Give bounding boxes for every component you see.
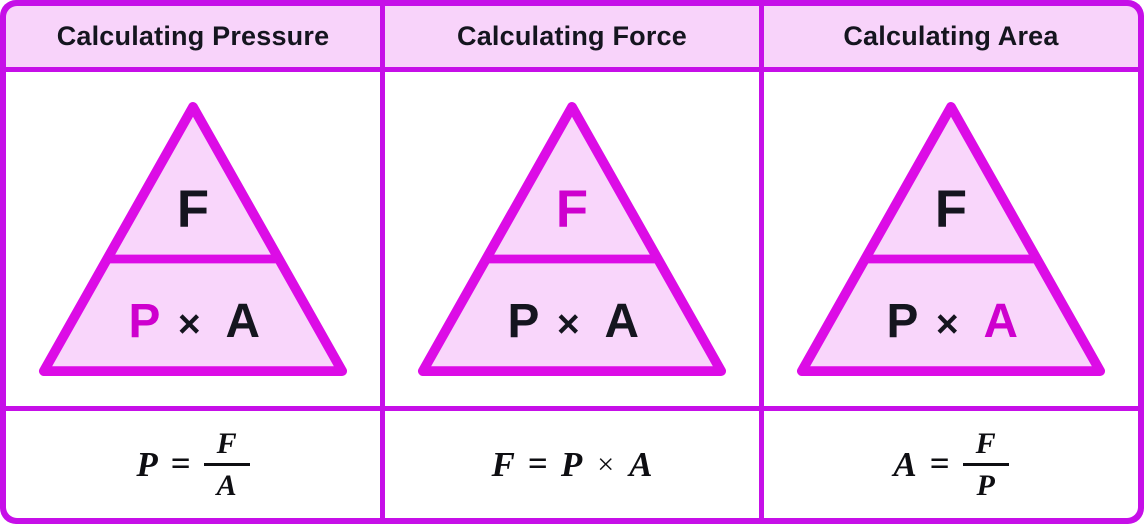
equals-sign: = <box>929 443 950 483</box>
triangle-letter-p: P <box>508 295 540 348</box>
header-cell-pressure: Calculating Pressure <box>6 6 380 67</box>
formula-cell-pressure: P = F A <box>6 411 380 518</box>
triangle-top-letter: F <box>177 180 209 239</box>
triangle-cell-force: F P × A <box>385 72 759 406</box>
triangle-top-letter: F <box>935 180 967 239</box>
triangle-bottom-expression: P × A <box>887 295 1018 348</box>
formula-lhs: P <box>136 444 158 484</box>
fraction-numerator: F <box>962 427 1009 466</box>
triangle-bottom-expression: P × A <box>508 295 639 348</box>
formula-cell-force: F = P × A <box>385 411 759 518</box>
formula-rhs-first: P <box>560 444 583 484</box>
header-cell-force: Calculating Force <box>385 6 759 67</box>
multiply-symbol: × <box>936 303 959 346</box>
triangle-bottom-expression: P × A <box>129 295 260 348</box>
triangle-letter-p: P <box>887 295 919 348</box>
triangle-shape <box>796 102 1106 376</box>
header-label-area: Calculating Area <box>843 21 1059 51</box>
multiply-symbol: × <box>178 303 201 346</box>
formula-area: A = F P <box>893 427 1009 502</box>
formula-lhs: A <box>893 444 917 484</box>
triangle-shape <box>38 102 348 376</box>
fraction: F P <box>962 427 1009 502</box>
equals-sign: = <box>527 443 548 483</box>
formula-rhs-second: A <box>629 444 653 484</box>
formula-triangle-force: F P × A <box>417 102 727 376</box>
triangle-shape <box>417 102 727 376</box>
triangle-cell-pressure: F P × A <box>6 72 380 406</box>
equals-sign: = <box>170 443 191 483</box>
header-label-force: Calculating Force <box>457 21 687 51</box>
triangle-letter-a: A <box>604 295 639 348</box>
formula-pressure: P = F A <box>136 427 250 502</box>
fraction-numerator: F <box>203 427 250 466</box>
header-cell-area: Calculating Area <box>764 6 1138 67</box>
formula-triangle-pressure: F P × A <box>38 102 348 376</box>
triangle-letter-a: A <box>225 295 260 348</box>
multiply-symbol: × <box>557 303 580 346</box>
triangle-letter-a: A <box>983 295 1018 348</box>
multiply-symbol: × <box>597 447 615 481</box>
formula-lhs: F <box>491 444 515 484</box>
header-label-pressure: Calculating Pressure <box>56 21 330 51</box>
fraction-denominator: A <box>216 469 237 502</box>
fraction: F A <box>203 427 250 502</box>
triangle-cell-area: F P × A <box>764 72 1138 406</box>
formula-cell-area: A = F P <box>764 411 1138 518</box>
fraction-denominator: P <box>976 469 995 502</box>
formula-force: F = P × A <box>491 443 653 485</box>
formula-triangle-area: F P × A <box>796 102 1106 376</box>
triangle-top-letter: F <box>556 180 588 239</box>
triangle-letter-p: P <box>129 295 161 348</box>
